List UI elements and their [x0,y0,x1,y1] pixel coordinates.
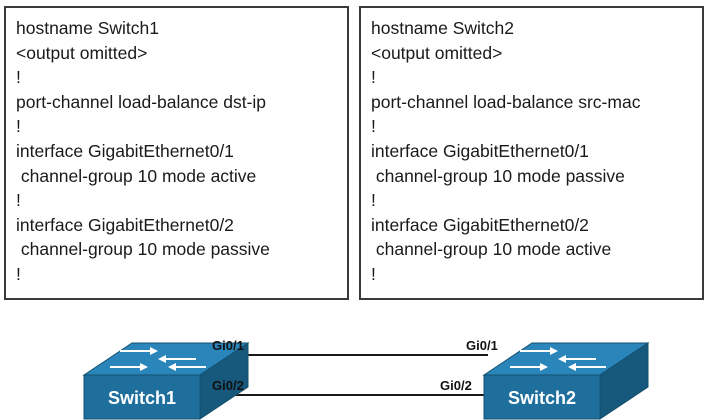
arrows-icon [110,347,206,371]
config-line: <output omitted> [371,42,503,63]
switch2-label: Switch2 [508,388,576,408]
arrows-icon [510,347,606,371]
config-line: port-channel load-balance src-mac [371,91,641,112]
switch2-port-gi0-2: Gi0/2 [440,378,472,393]
config-line: ! [371,67,376,88]
config-line: ! [371,116,376,137]
config-line: ! [371,190,376,211]
config-line: ! [16,116,21,137]
config-line: channel-group 10 mode active [371,239,612,260]
config-line: interface GigabitEthernet0/1 [371,140,589,161]
switch1-port-gi0-2: Gi0/2 [212,378,244,393]
topology-diagram: Switch1 Switch2 Gi0/1 Gi0/1 Gi0/2 Gi0/2 [82,338,650,420]
switch2-port-gi0-1: Gi0/1 [466,338,498,353]
switch1-port-gi0-1: Gi0/1 [212,338,244,353]
config-line: ! [371,263,376,284]
config-line: interface GigabitEthernet0/2 [16,214,234,235]
config-line: interface GigabitEthernet0/1 [16,140,234,161]
switch-icon [482,342,650,420]
switch2-config-panel: hostname Switch2 <output omitted> ! port… [359,6,704,300]
config-line: channel-group 10 mode active [16,165,257,186]
config-line: ! [16,263,21,284]
config-line: channel-group 10 mode passive [16,239,270,260]
config-line: channel-group 10 mode passive [371,165,625,186]
switch1-node: Switch1 [82,342,250,420]
switch1-config-panel: hostname Switch1 <output omitted> ! port… [4,6,349,300]
switch-icon [82,342,250,420]
config-line: hostname Switch2 [371,18,514,38]
config-line: hostname Switch1 [16,18,159,38]
config-line: interface GigabitEthernet0/2 [371,214,589,235]
config-line: <output omitted> [16,42,148,63]
switch2-node: Switch2 [482,342,650,420]
switch1-label: Switch1 [108,388,176,408]
config-line: ! [16,190,21,211]
config-line: port-channel load-balance dst-ip [16,91,267,112]
config-line: ! [16,67,21,88]
